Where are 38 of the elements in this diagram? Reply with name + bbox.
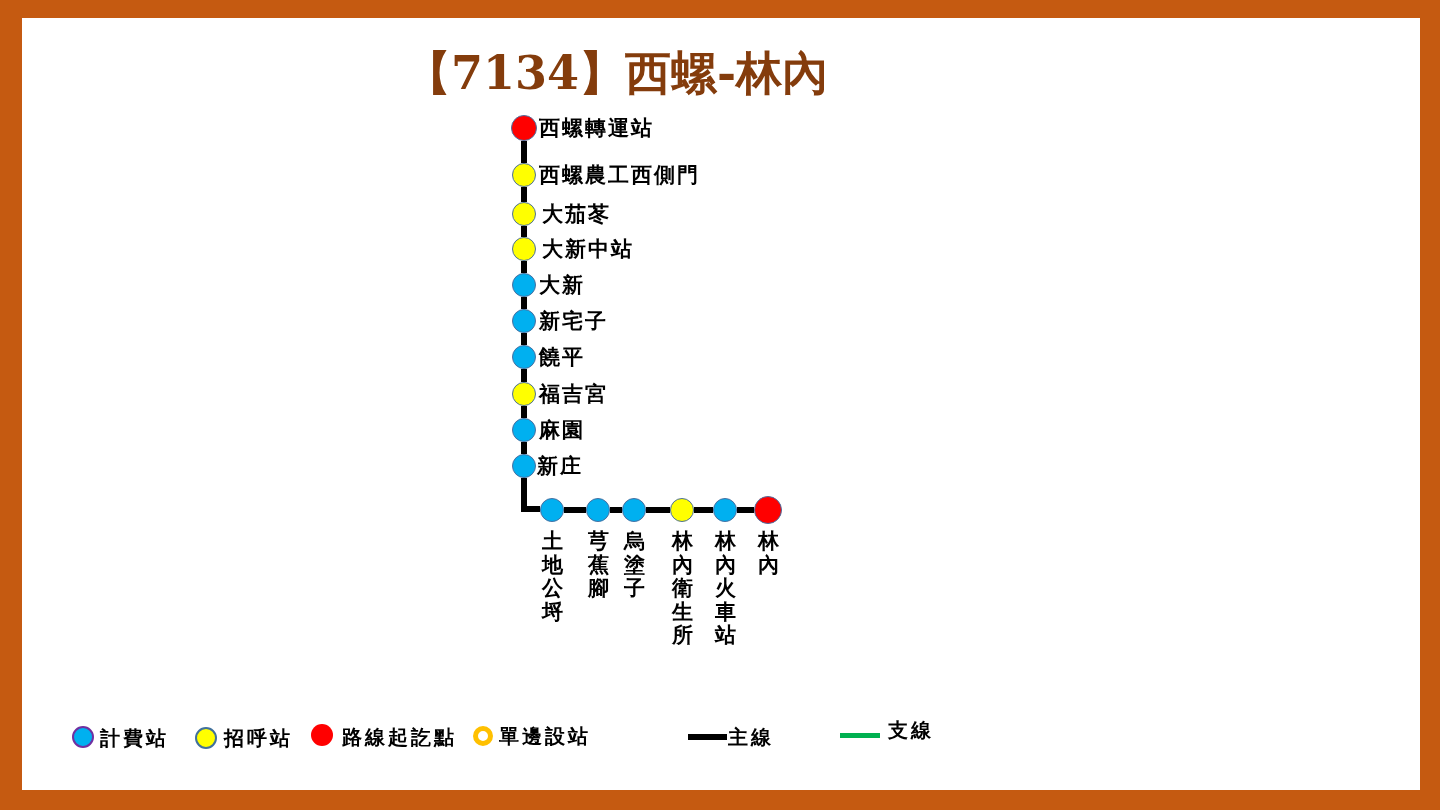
stop-name: 新宅子 [539,309,608,333]
route-line [521,478,540,512]
route-line [521,297,527,309]
route-line [610,507,622,513]
route-line [521,369,527,382]
stop-name: 福吉宮 [539,382,608,406]
stop-name: 大茄苳 [542,202,611,226]
route-line [521,187,527,202]
route-line [521,442,527,454]
route-line [521,226,527,237]
route-line [521,141,527,163]
stop-name: 烏塗子 [623,529,645,600]
stop-name: 林內 [757,529,779,577]
route-line [646,507,670,513]
stop-name: 芎蕉腳 [587,529,609,600]
route-line [694,507,713,513]
route-line [737,507,754,513]
stop-name: 大新中站 [542,237,634,261]
stop-name: 林內火車站 [714,529,736,647]
route-line [521,406,527,418]
diagram-title: 【7134】西螺-林內 [405,48,829,99]
stop-name: 西螺農工西側門 [539,163,700,187]
stop-name: 麻園 [539,418,585,442]
legend-label: 單邊設站 [499,725,591,747]
legend-label: 路線起訖點 [342,726,457,748]
route-line [521,261,527,273]
legend-label: 招呼站 [224,727,293,749]
stop-name: 饒平 [539,345,585,369]
legend-label: 主線 [728,726,774,748]
stop-name: 林內衛生所 [671,529,693,647]
stop-name: 西螺轉運站 [539,116,654,140]
legend-label: 計費站 [100,727,169,749]
route-line [521,333,527,345]
stop-name: 新庄 [537,454,583,478]
stop-name: 大新 [539,273,585,297]
stop-name: 土地公埒 [541,529,563,624]
legend-label: 支線 [888,719,934,741]
route-line [564,507,586,513]
